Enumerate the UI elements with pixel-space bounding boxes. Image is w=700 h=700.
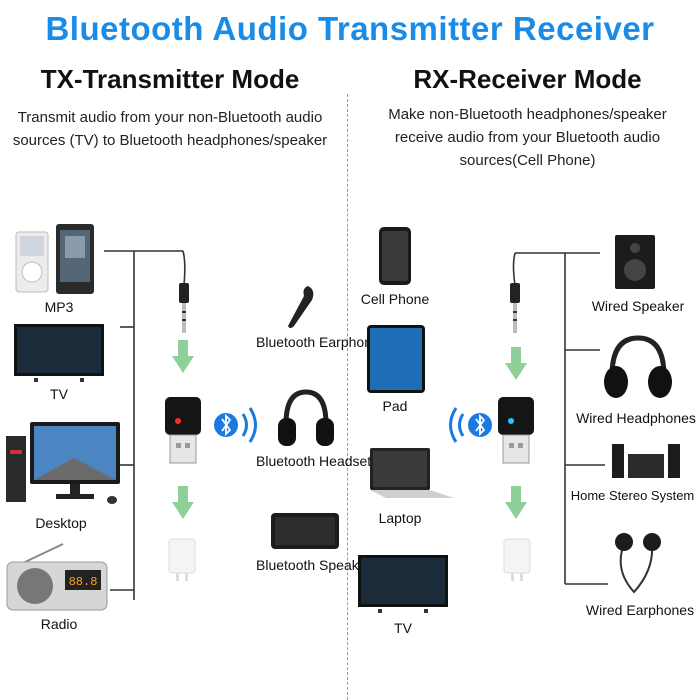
wired-speaker-icon [615, 235, 655, 289]
rx-description-line: Make non-Bluetooth headphones/speaker [388, 106, 667, 123]
wired-headphones-icon [604, 335, 672, 398]
main-title: Bluetooth Audio Transmitter Receiver [45, 10, 655, 47]
usb-dongle-icon [498, 397, 534, 464]
tx-description: Transmit audio from your non-Bluetooth a… [0, 106, 340, 152]
tx-description-line: sources (TV) to Bluetooth headphones/spe… [12, 132, 328, 149]
home-stereo-icon [612, 444, 680, 478]
rx-source-label: Laptop [378, 510, 422, 526]
radio-display: 88.8 [69, 575, 98, 589]
tv-icon [358, 555, 448, 613]
rx-source-label: Cell Phone [360, 291, 430, 307]
tx-output-label: Bluetooth Speaker [256, 557, 372, 573]
desktop-computer-icon [6, 422, 120, 504]
tx-source-label: MP3 [44, 299, 74, 315]
center-divider [347, 94, 348, 700]
mp3-player-icon [15, 224, 94, 294]
usb-charger-icon [168, 538, 196, 581]
tx-source-label: Desktop [35, 515, 87, 531]
tv-icon [14, 324, 104, 382]
tx-output-label: Bluetooth Earphone [256, 334, 380, 350]
tablet-icon [367, 325, 425, 393]
usb-dongle-icon [165, 397, 201, 464]
audio-jack-icon [179, 283, 189, 333]
arrow-down-icon [505, 347, 527, 380]
bluetooth-speaker-icon [271, 513, 339, 549]
bluetooth-icon [214, 407, 257, 443]
cell-phone-icon [379, 227, 411, 285]
tx-description-line: Transmit audio from your non-Bluetooth a… [17, 109, 323, 126]
bluetooth-earphone-icon [288, 286, 314, 328]
rx-output-label: Wired Earphones [585, 602, 695, 618]
arrow-down-icon [172, 340, 194, 373]
bluetooth-icon [449, 407, 492, 443]
usb-charger-icon [503, 538, 531, 581]
audio-jack-icon [510, 283, 520, 333]
arrow-down-icon [505, 486, 527, 519]
tx-mode-title: TX-Transmitter Mode [40, 64, 300, 94]
tx-source-label: TV [50, 386, 68, 402]
rx-output-label: Wired Headphones [576, 410, 696, 426]
bluetooth-headset-icon [278, 389, 334, 446]
rx-source-label: Pad [382, 398, 408, 414]
tx-output-label: Bluetooth Headset [256, 453, 372, 469]
rx-description: Make non-Bluetooth headphones/speaker re… [355, 103, 700, 172]
rx-description-line: receive audio from your Bluetooth audio [394, 129, 661, 146]
wired-earphones-icon [615, 533, 661, 594]
rx-output-label: Wired Speaker [591, 298, 685, 314]
rx-description-line: sources(Cell Phone) [459, 152, 596, 169]
rx-mode-title: RX-Receiver Mode [413, 64, 642, 94]
rx-output-label: Home Stereo System [570, 488, 695, 503]
arrow-down-icon [172, 486, 194, 519]
tx-source-label: Radio [40, 616, 78, 632]
rx-source-label: TV [394, 620, 412, 636]
laptop-icon [370, 448, 454, 498]
radio-icon: 88.8 [6, 543, 108, 611]
